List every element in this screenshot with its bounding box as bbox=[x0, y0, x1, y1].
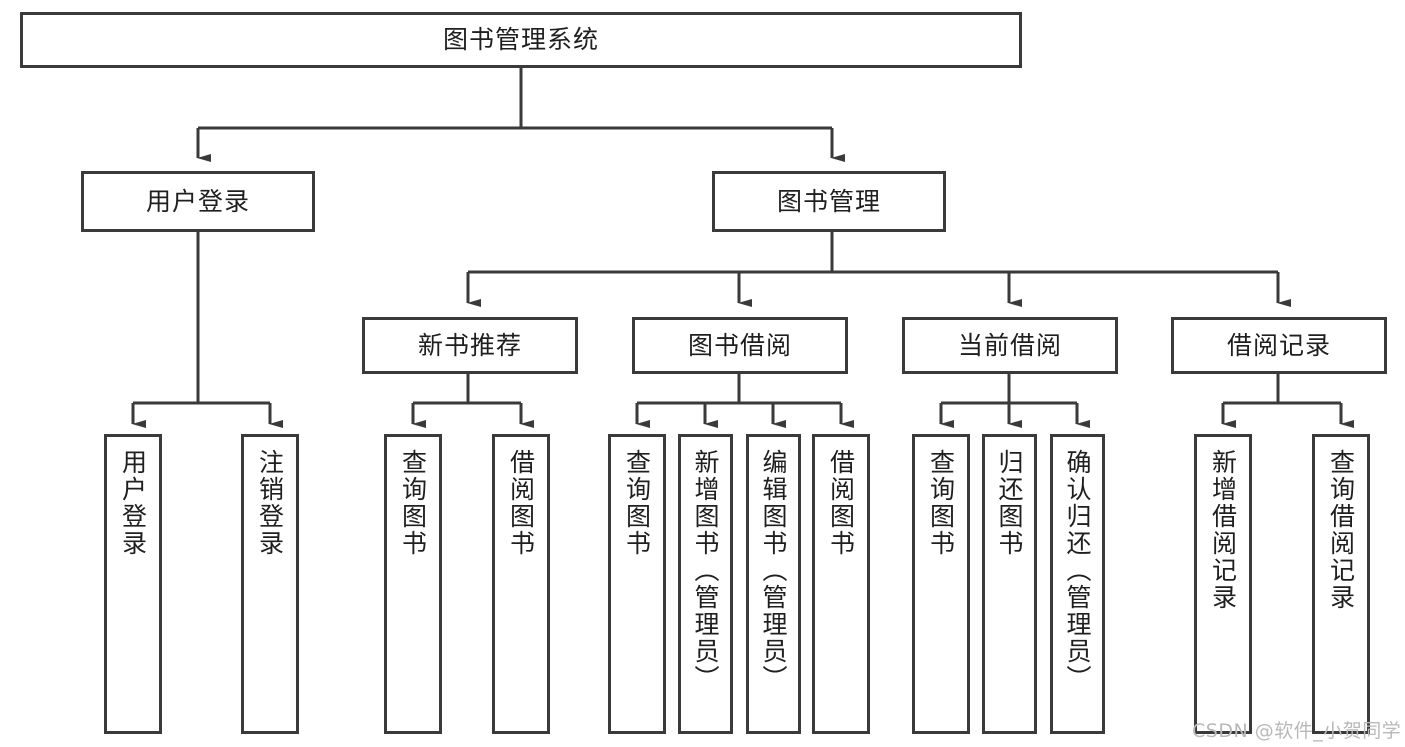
node-label: 查询图书 bbox=[398, 449, 428, 557]
node-book-borrow[interactable]: 图书借阅 bbox=[632, 317, 848, 374]
leaf-current-borrow-return-book[interactable]: 归还图书 bbox=[982, 434, 1037, 734]
node-label: 用户登录 bbox=[145, 186, 250, 216]
leaf-current-borrow-query-book[interactable]: 查询图书 bbox=[912, 434, 970, 734]
leaf-user-login-login[interactable]: 用户登录 bbox=[104, 434, 162, 734]
node-label: 查询图书 bbox=[926, 449, 956, 557]
node-label: 查询图书 bbox=[622, 449, 652, 557]
node-label: 归还图书 bbox=[995, 449, 1024, 557]
leaf-new-book-query-book[interactable]: 查询图书 bbox=[384, 434, 442, 734]
node-root-book-management-system[interactable]: 图书管理系统 bbox=[20, 12, 1022, 68]
node-current-borrow[interactable]: 当前借阅 bbox=[902, 317, 1118, 374]
node-label: 借阅记录 bbox=[1226, 330, 1331, 360]
node-label: 查询借阅记录 bbox=[1326, 449, 1356, 611]
node-book-management[interactable]: 图书管理 bbox=[712, 171, 946, 232]
node-label: 借阅图书 bbox=[506, 449, 536, 557]
node-label: 用户登录 bbox=[118, 449, 148, 557]
node-label: 图书管理 bbox=[776, 186, 881, 216]
node-label: 图书管理系统 bbox=[442, 25, 599, 55]
node-label: 注销登录 bbox=[255, 449, 285, 557]
leaf-borrow-record-query-record[interactable]: 查询借阅记录 bbox=[1312, 434, 1370, 734]
leaf-user-login-logout[interactable]: 注销登录 bbox=[241, 434, 299, 734]
leaf-book-borrow-edit-book-admin[interactable]: 编辑图书（管理员） bbox=[746, 434, 801, 734]
node-label: 新增图书（管理员） bbox=[691, 449, 720, 692]
csdn-watermark: CSDN @软件_小贺同学 bbox=[1192, 720, 1402, 742]
node-new-book-recommend[interactable]: 新书推荐 bbox=[362, 317, 578, 374]
leaf-current-borrow-confirm-return-admin[interactable]: 确认归还（管理员） bbox=[1050, 434, 1105, 734]
node-label: 新书推荐 bbox=[417, 330, 522, 360]
leaf-new-book-borrow-book[interactable]: 借阅图书 bbox=[492, 434, 550, 734]
node-label: 确认归还（管理员） bbox=[1063, 449, 1092, 692]
node-label: 借阅图书 bbox=[826, 449, 856, 557]
node-label: 当前借阅 bbox=[957, 330, 1062, 360]
leaf-book-borrow-borrow-book[interactable]: 借阅图书 bbox=[812, 434, 870, 734]
leaf-borrow-record-add-record[interactable]: 新增借阅记录 bbox=[1194, 434, 1252, 734]
node-label: 新增借阅记录 bbox=[1208, 449, 1238, 611]
leaf-book-borrow-add-book-admin[interactable]: 新增图书（管理员） bbox=[678, 434, 733, 734]
node-user-login[interactable]: 用户登录 bbox=[81, 171, 315, 232]
node-label: 编辑图书（管理员） bbox=[759, 449, 788, 692]
node-label: 图书借阅 bbox=[687, 330, 792, 360]
leaf-book-borrow-query-book[interactable]: 查询图书 bbox=[608, 434, 666, 734]
node-borrow-record[interactable]: 借阅记录 bbox=[1171, 317, 1387, 374]
